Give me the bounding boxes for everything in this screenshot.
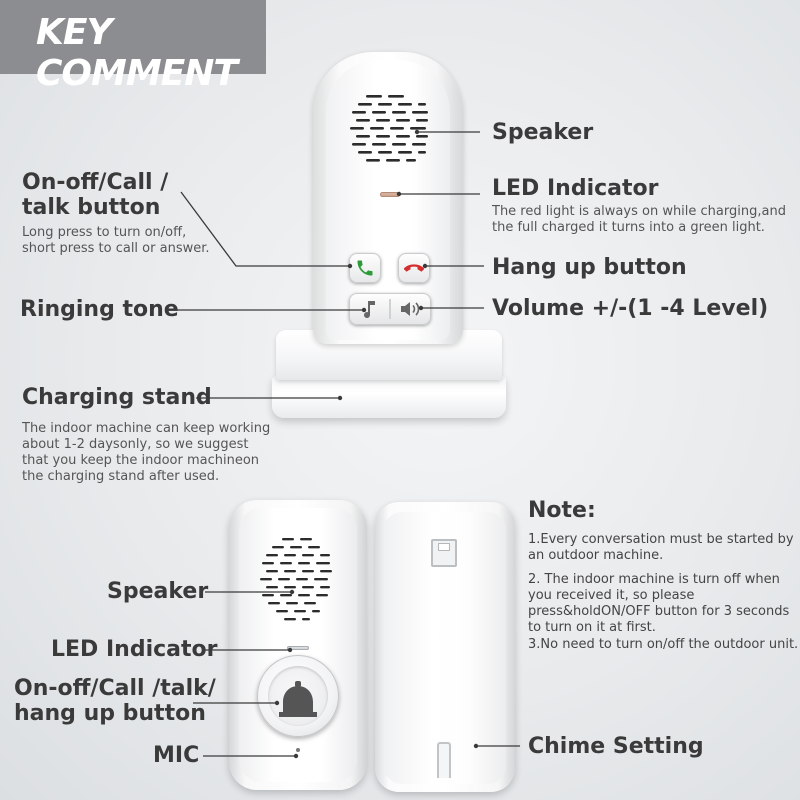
charging-stand-base <box>272 376 506 418</box>
charging-stand-label: Charging stand <box>22 385 212 410</box>
mic-hole <box>296 748 300 752</box>
music-note-icon <box>364 301 375 318</box>
speaker-volume-icon <box>401 302 420 316</box>
phone-green-icon <box>357 260 373 276</box>
hangup-label: Hang up button <box>492 255 687 280</box>
note-item-2: 2. The indoor machine is turn off when y… <box>528 572 790 635</box>
mount-slot-inner <box>438 543 450 551</box>
onoff-call-label-2: talk button <box>22 195 161 220</box>
volume-button[interactable] <box>394 297 428 321</box>
note-title: Note: <box>528 498 596 523</box>
note-item-3: 3.No need to turn on/off the outdoor uni… <box>528 637 799 652</box>
onoff-call-label-1: On-off/Call / <box>22 170 169 195</box>
note-item-1: 1.Every conversation must be started by … <box>528 532 794 563</box>
chime-setting-switch[interactable] <box>437 742 451 778</box>
rocker-divider <box>389 299 391 319</box>
bottom-onoff-label-2: hang up button <box>14 701 206 726</box>
volume-label: Volume +/-(1 -4 Level) <box>492 296 769 321</box>
bottom-onoff-label-1: On-off/Call /talk/ <box>14 676 216 701</box>
onoff-call-desc: Long press to turn on/off, short press t… <box>22 225 210 256</box>
top-led-label: LED Indicator <box>492 176 659 201</box>
ringing-tone-label: Ringing tone <box>20 297 179 322</box>
top-speaker-label: Speaker <box>492 120 594 145</box>
bottom-led-label: LED Indicator <box>51 637 218 662</box>
top-led-desc: The red light is always on while chargin… <box>492 204 786 235</box>
ringing-tone-button[interactable] <box>355 297 385 321</box>
call-button[interactable] <box>349 253 381 283</box>
top-led-indicator <box>380 192 400 197</box>
charging-stand-desc: The indoor machine can keep working abou… <box>22 421 271 484</box>
mic-label: MIC <box>153 743 200 768</box>
banner-title: KEY COMMENT <box>36 12 238 94</box>
chime-setting-label: Chime Setting <box>528 734 704 759</box>
phone-red-icon <box>403 264 425 272</box>
bottom-led-indicator <box>287 646 309 650</box>
key-comment-banner: KEY COMMENT <box>0 0 266 94</box>
bottom-speaker-label: Speaker <box>107 579 209 604</box>
